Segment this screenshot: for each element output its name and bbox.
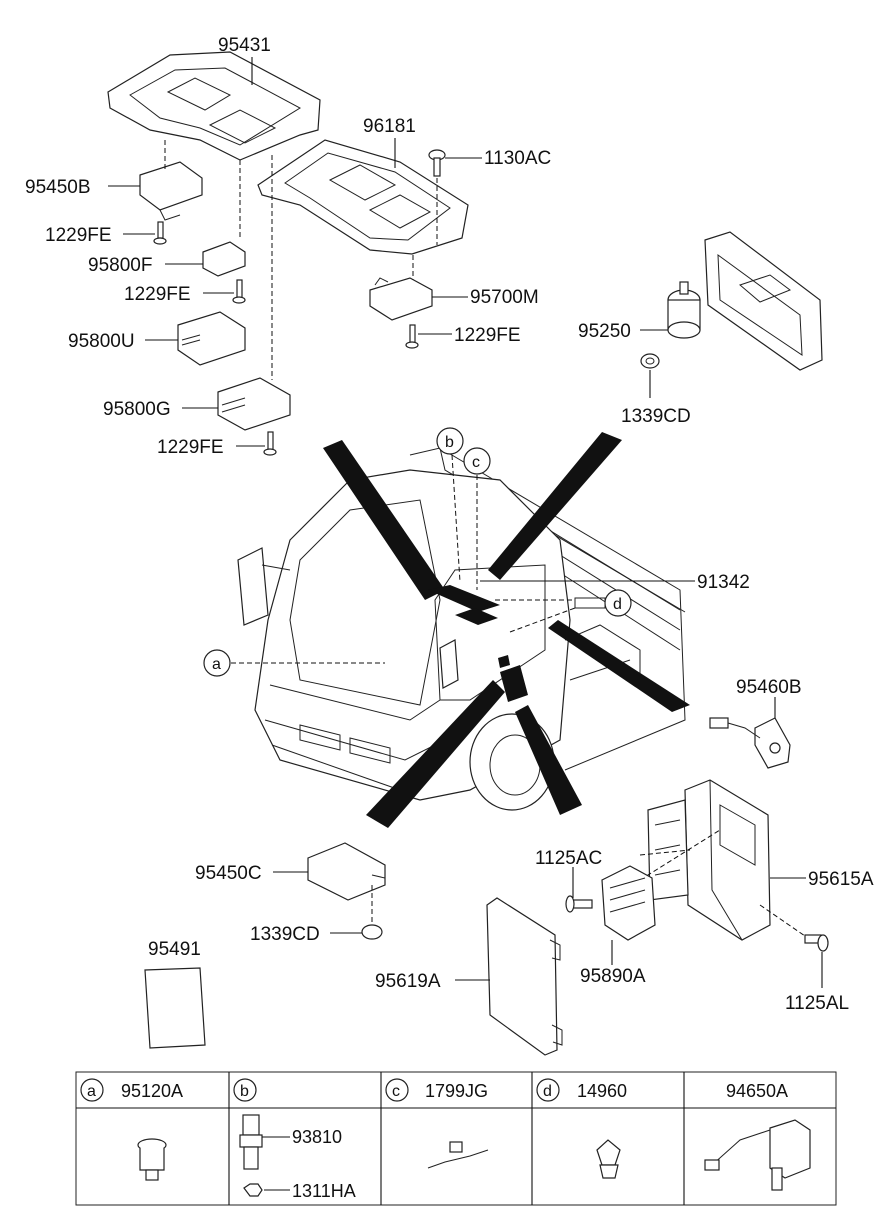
label-95491: 95491 (148, 939, 201, 960)
legend-part-1799JG: 1799JG (425, 1081, 488, 1101)
module-95450B (139, 161, 203, 221)
label-95460B: 95460B (736, 677, 802, 698)
svg-text:d: d (543, 1083, 552, 1100)
svg-text:c: c (472, 454, 480, 471)
legend-part-1311HA: 1311HA (292, 1181, 356, 1201)
callout-a (203, 649, 231, 677)
callout-b (436, 427, 464, 455)
svg-text:a: a (87, 1083, 96, 1100)
screw-1229FE-3 (405, 324, 419, 349)
label-95615A: 95615A (808, 869, 874, 890)
label-95450B: 95450B (25, 177, 91, 198)
part-icon-95120A (137, 1138, 167, 1181)
screw-1229FE-2 (232, 279, 246, 304)
truck-outline (237, 447, 686, 811)
svg-text:b: b (445, 434, 454, 451)
module-95800F (202, 241, 246, 277)
sensor-95460B (709, 717, 791, 769)
junction-box-upper (704, 231, 823, 371)
label-1229FE-2: 1229FE (124, 284, 191, 305)
trim-panel-96181 (257, 139, 469, 255)
legend-part-95120A: 95120A (121, 1081, 183, 1101)
nut-1339CD-1 (640, 353, 660, 369)
label-95800U: 95800U (68, 331, 135, 352)
legend-table: a 95120A b 93810 1311HA c 1799JG (75, 1071, 837, 1206)
label-95619A: 95619A (375, 971, 441, 992)
bolt-1125AL (804, 934, 829, 952)
nut-1339CD-2 (361, 924, 383, 940)
svg-text:b: b (240, 1083, 249, 1100)
legend-part-14960: 14960 (577, 1081, 627, 1101)
svg-text:d: d (613, 596, 622, 613)
label-91342: 91342 (697, 572, 750, 593)
legend-callout-a (80, 1078, 104, 1102)
part-icon-93810 (239, 1114, 263, 1170)
label-1125AL: 1125AL (785, 993, 849, 1014)
legend-part-93810: 93810 (292, 1127, 342, 1147)
screw-1229FE-4 (263, 431, 277, 456)
callout-c (463, 447, 491, 475)
label-1229FE-1: 1229FE (45, 225, 112, 246)
roof-patch (428, 585, 500, 612)
module-95450C (307, 842, 386, 901)
module-95800G (217, 377, 291, 431)
legend-callout-c (385, 1078, 409, 1102)
module-95800U (177, 311, 246, 366)
pointer-wedges (323, 432, 690, 828)
cover-95619A (486, 897, 563, 1056)
part-icon-14960 (596, 1139, 621, 1179)
svg-text:c: c (392, 1083, 400, 1100)
label-95890A: 95890A (580, 966, 646, 987)
label-95431: 95431 (218, 35, 271, 56)
part-icon-1311HA (243, 1183, 263, 1197)
relay-95250 (667, 281, 701, 339)
label-95800F: 95800F (88, 255, 152, 276)
label-1339CD-2: 1339CD (250, 924, 320, 945)
part-icon-94650A (704, 1119, 811, 1191)
trim-panel-95431 (107, 51, 321, 161)
label-95800G: 95800G (103, 399, 171, 420)
legend-callout-b (233, 1078, 257, 1102)
svg-text:a: a (212, 656, 221, 673)
screw-1229FE-1 (153, 221, 167, 245)
label-1229FE-4: 1229FE (157, 437, 224, 458)
label-1130AC: 1130AC (484, 148, 551, 169)
label-plate-95491 (144, 967, 206, 1049)
label-1125AC: 1125AC (535, 848, 602, 869)
legend-callout-d (536, 1078, 560, 1102)
bolt-1125AC (565, 895, 593, 913)
part-icon-1799JG (427, 1141, 489, 1169)
module-95700M (369, 277, 433, 321)
label-1339CD-1: 1339CD (621, 406, 691, 427)
label-95700M: 95700M (470, 287, 539, 308)
label-95250: 95250 (578, 321, 631, 342)
label-1229FE-3: 1229FE (454, 325, 521, 346)
label-96181: 96181 (363, 116, 416, 137)
relay-95890A (601, 865, 656, 941)
legend-part-94650A: 94650A (726, 1081, 788, 1101)
bolt-1130AC (428, 149, 446, 177)
label-95450C: 95450C (195, 863, 262, 884)
junction-box-95615A (647, 779, 771, 941)
